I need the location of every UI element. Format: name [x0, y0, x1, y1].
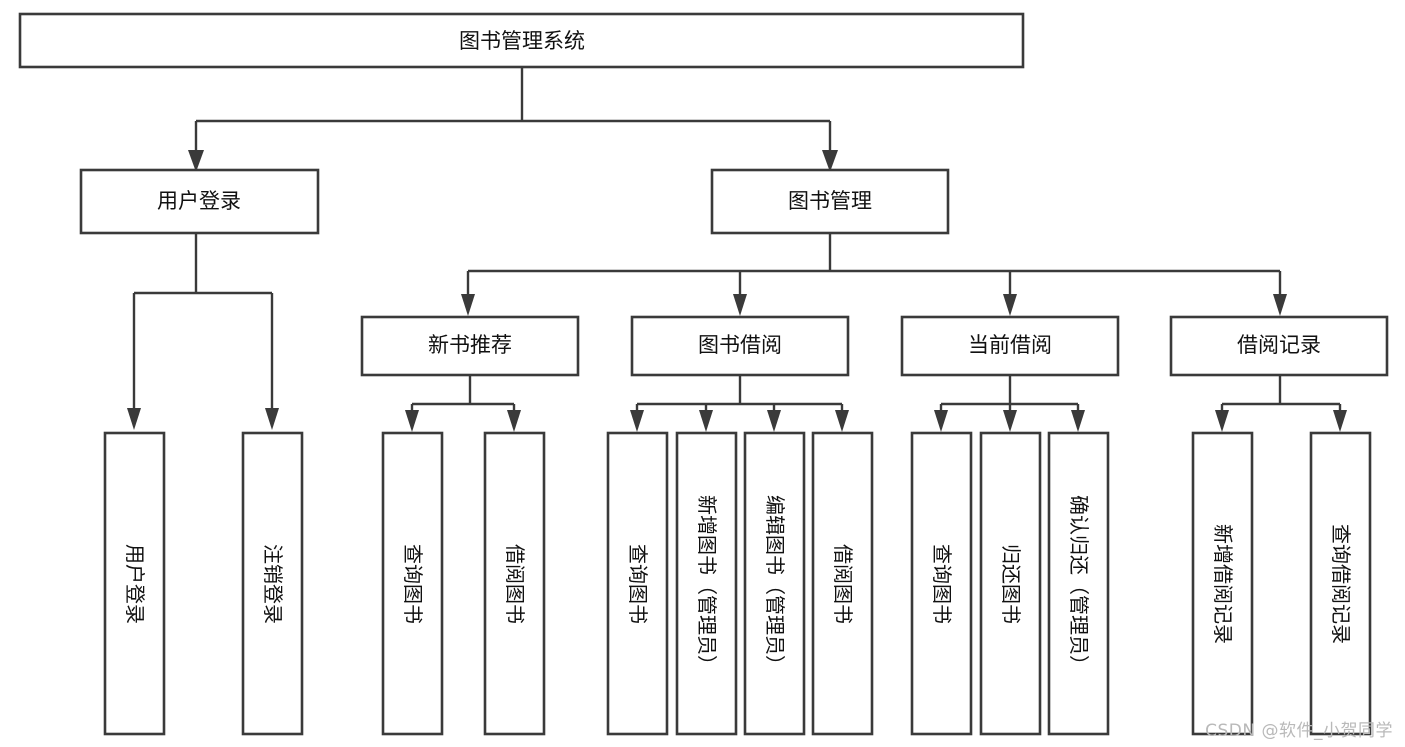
- leaf-logout-label: 注销登录: [261, 544, 285, 624]
- leaf-query-book-1-label: 查询图书: [401, 544, 425, 624]
- leaf-confirm-return-label: 确认归还（管理员）: [1067, 495, 1091, 675]
- arrow-current-borrow-leaf2-icon: [1003, 410, 1017, 432]
- arrow-borrow-record-leaf1-icon: [1215, 410, 1229, 432]
- arrow-user-login-leaf1-icon: [127, 408, 141, 430]
- arrow-to-user-login-icon: [188, 150, 204, 172]
- leaf-edit-book-box[interactable]: [743, 431, 806, 736]
- arrow-new-book-rec-leaf1-icon: [405, 410, 419, 432]
- arrow-to-book-mgmt-icon: [822, 150, 838, 172]
- leaf-borrow-book-1-box[interactable]: [483, 431, 546, 736]
- node-new-book-recommendation-label: 新书推荐: [428, 333, 512, 357]
- leaf-borrow-book-1-label: 借阅图书: [503, 544, 527, 624]
- leaf-query-record-label: 查询借阅记录: [1329, 524, 1353, 644]
- arrow-book-borrow-leaf3-icon: [767, 410, 781, 432]
- arrow-current-borrow-leaf1-icon: [934, 410, 948, 432]
- leaf-logout[interactable]: 注销登录: [241, 431, 304, 736]
- node-book-management-box[interactable]: [710, 168, 950, 235]
- leaf-query-book-3-label: 查询图书: [930, 544, 954, 624]
- node-user-login-box[interactable]: [79, 168, 320, 235]
- arrow-to-borrow-record-icon: [1273, 294, 1287, 316]
- leaf-add-record[interactable]: 新增借阅记录: [1191, 431, 1254, 736]
- connector-layer: [127, 67, 1347, 432]
- node-book-management-label: 图书管理: [788, 189, 872, 213]
- arrow-new-book-rec-leaf2-icon: [507, 410, 521, 432]
- csdn-watermark: CSDN @软件_小贺同学: [1205, 721, 1393, 741]
- node-current-borrow[interactable]: 当前借阅: [900, 315, 1120, 377]
- arrow-book-borrow-leaf2-icon: [699, 410, 713, 432]
- node-new-book-recommendation-box[interactable]: [360, 315, 580, 377]
- node-borrow-record-box[interactable]: [1169, 315, 1389, 377]
- leaf-add-book[interactable]: 新增图书（管理员）: [675, 431, 738, 736]
- node-borrow-record-label: 借阅记录: [1237, 333, 1321, 357]
- leaf-return-book-label: 归还图书: [999, 544, 1023, 624]
- arrow-current-borrow-leaf3-icon: [1071, 410, 1085, 432]
- leaf-borrow-book-2-box[interactable]: [811, 431, 874, 736]
- leaf-add-book-box[interactable]: [675, 431, 738, 736]
- node-root-label: 图书管理系统: [459, 29, 585, 53]
- leaf-query-record[interactable]: 查询借阅记录: [1309, 431, 1372, 736]
- node-book-management[interactable]: 图书管理: [710, 168, 950, 235]
- node-book-borrow-box[interactable]: [630, 315, 850, 377]
- node-new-book-recommendation[interactable]: 新书推荐: [360, 315, 580, 377]
- leaf-query-book-3-box[interactable]: [910, 431, 973, 736]
- arrow-borrow-record-leaf2-icon: [1333, 410, 1347, 432]
- arrow-to-new-book-rec-icon: [461, 294, 475, 316]
- leaf-query-book-2[interactable]: 查询图书: [606, 431, 669, 736]
- node-user-login[interactable]: 用户登录: [79, 168, 320, 235]
- node-book-borrow-label: 图书借阅: [698, 333, 782, 357]
- node-book-borrow[interactable]: 图书借阅: [630, 315, 850, 377]
- leaf-confirm-return-box[interactable]: [1047, 431, 1110, 736]
- node-current-borrow-label: 当前借阅: [968, 333, 1052, 357]
- arrow-book-borrow-leaf4-icon: [835, 410, 849, 432]
- node-root-box[interactable]: [18, 12, 1025, 69]
- leaf-edit-book[interactable]: 编辑图书（管理员）: [743, 431, 806, 736]
- arrow-book-borrow-leaf1-icon: [630, 410, 644, 432]
- leaf-query-book-2-label: 查询图书: [626, 544, 650, 624]
- arrow-to-book-borrow-icon: [733, 294, 747, 316]
- node-current-borrow-box[interactable]: [900, 315, 1120, 377]
- leaf-user-login[interactable]: 用户登录: [103, 431, 166, 736]
- leaf-add-record-box[interactable]: [1191, 431, 1254, 736]
- arrow-to-current-borrow-icon: [1003, 294, 1017, 316]
- leaf-return-book-box[interactable]: [979, 431, 1042, 736]
- leaf-add-record-label: 新增借阅记录: [1211, 524, 1235, 644]
- arrow-user-login-leaf2-icon: [265, 408, 279, 430]
- leaf-query-book-3[interactable]: 查询图书: [910, 431, 973, 736]
- leaf-borrow-book-2-label: 借阅图书: [831, 544, 855, 624]
- node-user-login-label: 用户登录: [157, 189, 241, 213]
- leaf-add-book-label: 新增图书（管理员）: [695, 495, 719, 675]
- node-borrow-record[interactable]: 借阅记录: [1169, 315, 1389, 377]
- leaf-borrow-book-2[interactable]: 借阅图书: [811, 431, 874, 736]
- leaf-edit-book-label: 编辑图书（管理员）: [763, 495, 787, 675]
- leaf-return-book[interactable]: 归还图书: [979, 431, 1042, 736]
- leaf-confirm-return[interactable]: 确认归还（管理员）: [1047, 431, 1110, 736]
- leaf-query-record-box[interactable]: [1309, 431, 1372, 736]
- leaf-query-book-2-box[interactable]: [606, 431, 669, 736]
- leaf-logout-box[interactable]: [241, 431, 304, 736]
- node-root[interactable]: 图书管理系统: [18, 12, 1025, 69]
- leaf-borrow-book-1[interactable]: 借阅图书: [483, 431, 546, 736]
- leaf-query-book-1-box[interactable]: [381, 431, 444, 736]
- leaf-user-login-label: 用户登录: [123, 544, 147, 624]
- leaf-query-book-1[interactable]: 查询图书: [381, 431, 444, 736]
- leaf-user-login-box[interactable]: [103, 431, 166, 736]
